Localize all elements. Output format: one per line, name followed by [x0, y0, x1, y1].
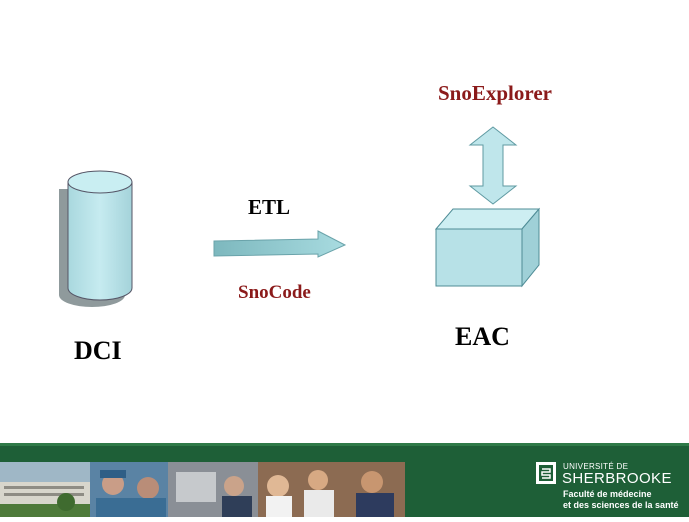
dci-label: DCI	[74, 336, 122, 365]
photo-strip	[0, 462, 405, 517]
etl-label: ETL	[248, 195, 291, 219]
eac-label: EAC	[455, 322, 510, 351]
snocode-label: SnoCode	[238, 282, 311, 303]
snoexplorer-label: SnoExplorer	[438, 81, 552, 105]
up-down-arrow-icon	[468, 126, 518, 205]
logo-faculty-line1: Faculté de médecine	[563, 489, 652, 499]
eac-box-icon	[434, 207, 541, 288]
logo-university-name: SHERBROOKE	[562, 470, 672, 487]
etl-arrow-icon	[213, 230, 347, 258]
logo-university-prefix: UNIVERSITÉ DE	[563, 462, 629, 471]
university-logo-icon	[536, 462, 556, 484]
logo-glyph	[539, 465, 553, 481]
photo-strip-image	[0, 462, 405, 517]
dci-cylinder-icon	[59, 170, 133, 307]
logo-faculty-line2: et des sciences de la santé	[563, 500, 679, 510]
footer-divider	[0, 443, 689, 446]
